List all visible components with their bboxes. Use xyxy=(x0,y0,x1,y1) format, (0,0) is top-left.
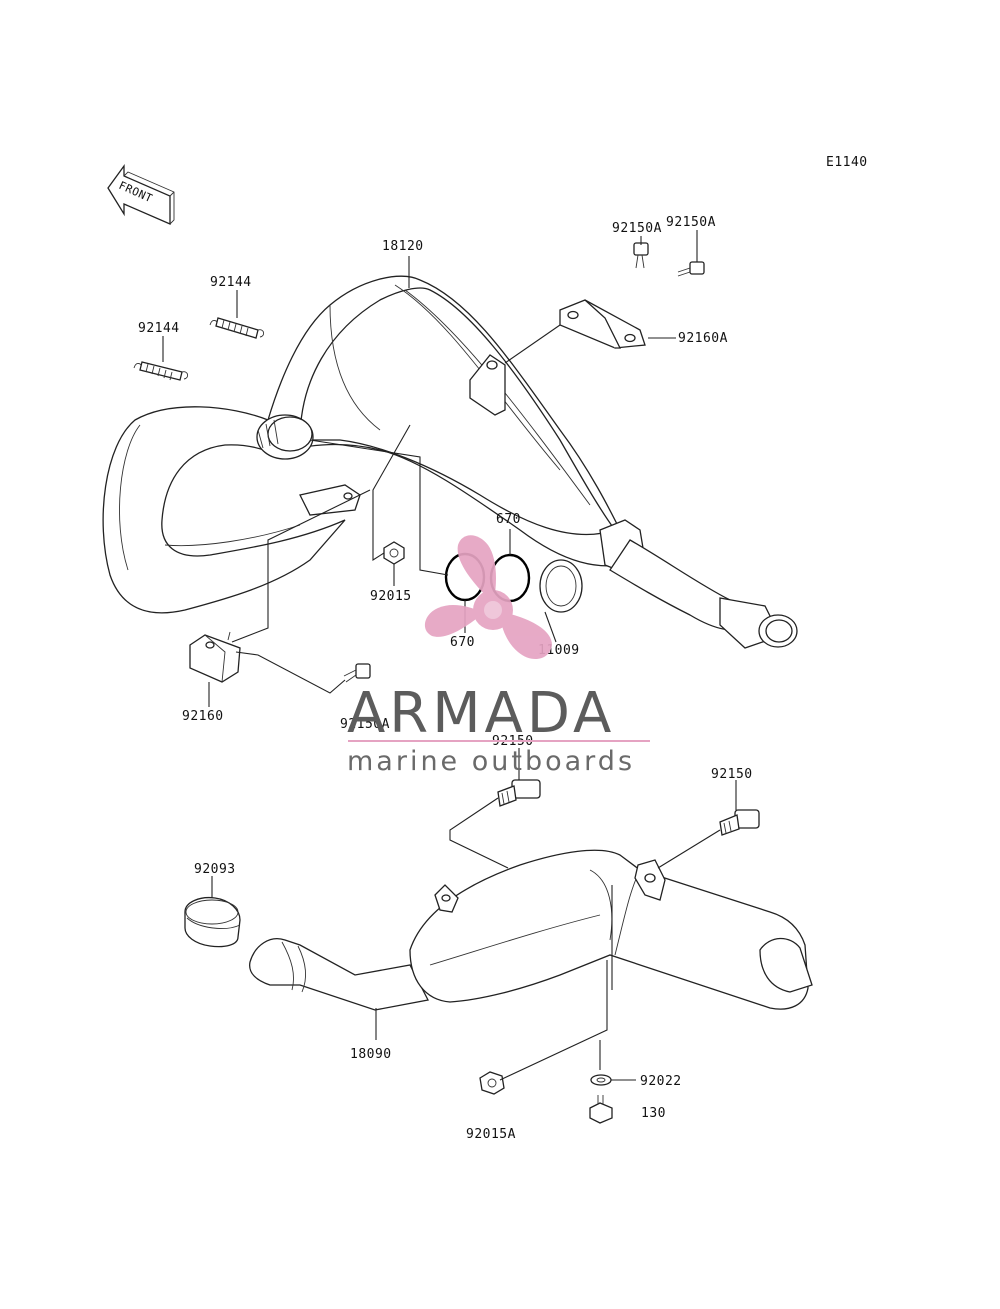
bolt-92150-right xyxy=(719,809,760,836)
propeller-hub xyxy=(473,590,513,630)
label-92144-b: 92144 xyxy=(138,321,180,336)
nut-92015A xyxy=(479,1071,505,1095)
watermark-brand: ARMADA xyxy=(347,681,615,746)
spring-92144-a xyxy=(209,317,265,339)
label-18090: 18090 xyxy=(350,1047,392,1062)
bracket-92160A xyxy=(559,299,646,349)
label-92144-a: 92144 xyxy=(210,275,252,290)
label-92150A-mid: 92150A xyxy=(340,717,390,732)
leader-lines-lower xyxy=(211,748,737,1081)
label-92093: 92093 xyxy=(194,862,236,877)
label-130: 130 xyxy=(641,1106,666,1121)
propeller-blade xyxy=(424,605,482,637)
bolt-92150A-top2 xyxy=(677,261,705,277)
propeller-blade xyxy=(457,535,496,600)
label-670-top: 670 xyxy=(496,512,521,527)
bolt-92150A-top1 xyxy=(633,242,649,269)
gasket-11009 xyxy=(539,559,583,613)
front-arrow-icon: FRONT xyxy=(107,164,175,225)
label-92160A: 92160A xyxy=(678,331,728,346)
diagram-code: E1140 xyxy=(826,155,868,170)
label-92015: 92015 xyxy=(370,589,412,604)
watermark-tagline: marine outboards xyxy=(347,746,635,777)
bolt-130 xyxy=(589,1095,613,1124)
label-92015A: 92015A xyxy=(466,1127,516,1142)
bracket-92160 xyxy=(189,631,241,683)
propeller-blade xyxy=(500,612,552,660)
label-92150A-top2: 92150A xyxy=(666,215,716,230)
label-92160: 92160 xyxy=(182,709,224,724)
bolt-92150A-mid xyxy=(343,663,371,683)
bolt-92150-mid xyxy=(497,779,541,807)
label-92022: 92022 xyxy=(640,1074,682,1089)
washer-92022 xyxy=(590,1074,612,1086)
watermark-logo-icon xyxy=(424,535,552,660)
watermark-divider xyxy=(348,740,650,742)
expansion-chamber-18120 xyxy=(102,275,798,649)
silencer-18090 xyxy=(249,849,813,1011)
nut-92015 xyxy=(383,541,405,565)
label-92150A-top1: 92150A xyxy=(612,221,662,236)
label-18120: 18120 xyxy=(382,239,424,254)
label-92150-right: 92150 xyxy=(711,767,753,782)
label-670-bottom: 670 xyxy=(450,635,475,650)
spring-92144-b xyxy=(133,361,189,381)
collar-92093 xyxy=(184,896,241,948)
leader-lines-upper xyxy=(162,230,698,707)
